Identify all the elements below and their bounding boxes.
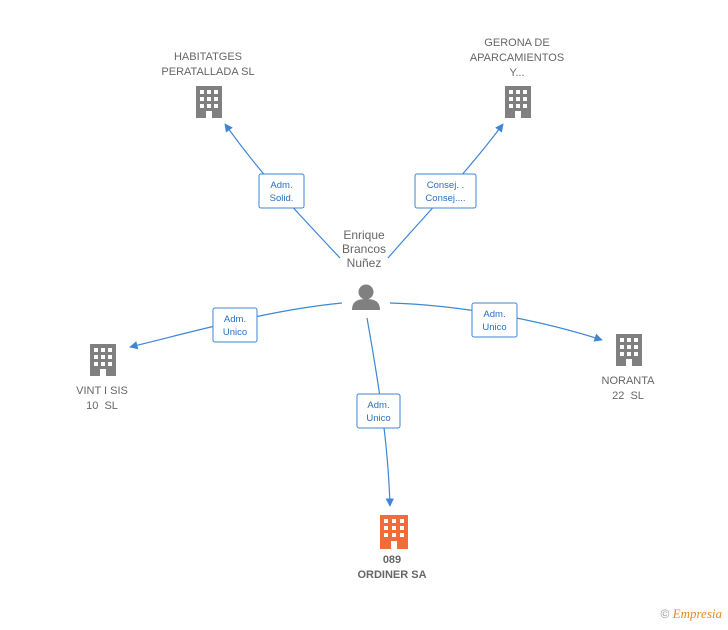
- company-node-highlighted[interactable]: 089 ORDINER SA: [357, 515, 427, 581]
- relation-line-1: Consej. .: [427, 180, 465, 191]
- company-name-line-3: Y...: [509, 67, 524, 79]
- relation-line-1: Adm.: [224, 314, 246, 325]
- building-icon: [616, 334, 642, 366]
- edges: [129, 123, 603, 507]
- company-name-line-2: PERATALLADA SL: [161, 66, 254, 78]
- company-name-line-2: ORDINER SA: [357, 569, 426, 581]
- person-name-line-1: Enrique: [343, 228, 385, 242]
- company-node[interactable]: HABITATGES PERATALLADA SL: [161, 51, 255, 118]
- brand-logo: Empresia: [672, 606, 722, 621]
- company-name-line-1: NORANTA: [602, 375, 656, 387]
- relation-label[interactable]: Adm. Unico: [212, 307, 258, 343]
- company-name-line-2: 10 SL: [86, 400, 118, 412]
- relation-line-1: Adm.: [483, 309, 505, 320]
- building-icon: [505, 86, 531, 118]
- company-name-line-1: 089: [383, 554, 401, 566]
- relation-label[interactable]: Consej. . Consej....: [414, 173, 477, 209]
- company-node[interactable]: NORANTA 22 SL: [602, 334, 656, 402]
- person-node[interactable]: Enrique Brancos Nuñez: [342, 228, 386, 310]
- building-icon: [380, 515, 408, 549]
- building-icon: [196, 86, 222, 118]
- relation-line-2: Solid.: [270, 193, 294, 204]
- relation-line-2: Consej....: [425, 193, 465, 204]
- relation-line-2: Unico: [482, 322, 506, 333]
- relation-label[interactable]: Adm. Unico: [471, 302, 518, 338]
- company-name-line-2: 22 SL: [612, 390, 644, 402]
- person-name-line-3: Nuñez: [347, 256, 382, 270]
- person-icon: [352, 284, 380, 310]
- relation-line-1: Adm.: [270, 180, 292, 191]
- person-name-line-2: Brancos: [342, 242, 386, 256]
- company-node[interactable]: GERONA DE APARCAMIENTOS Y...: [470, 37, 564, 118]
- company-name-line-1: VINT I SIS: [76, 385, 128, 397]
- relation-line-2: Unico: [223, 327, 247, 338]
- building-icon: [90, 344, 116, 376]
- company-node[interactable]: VINT I SIS 10 SL: [76, 344, 128, 412]
- relation-line-1: Adm.: [367, 400, 389, 411]
- company-name-line-2: APARCAMIENTOS: [470, 52, 564, 64]
- copyright-icon: ©: [660, 607, 670, 621]
- company-name-line-1: HABITATGES: [174, 51, 242, 63]
- relation-label[interactable]: Adm. Unico: [356, 393, 401, 429]
- footer-brand[interactable]: © Empresia: [660, 606, 722, 622]
- relation-label[interactable]: Adm. Solid.: [258, 173, 305, 209]
- relation-line-2: Unico: [366, 413, 390, 424]
- company-name-line-1: GERONA DE: [484, 37, 549, 49]
